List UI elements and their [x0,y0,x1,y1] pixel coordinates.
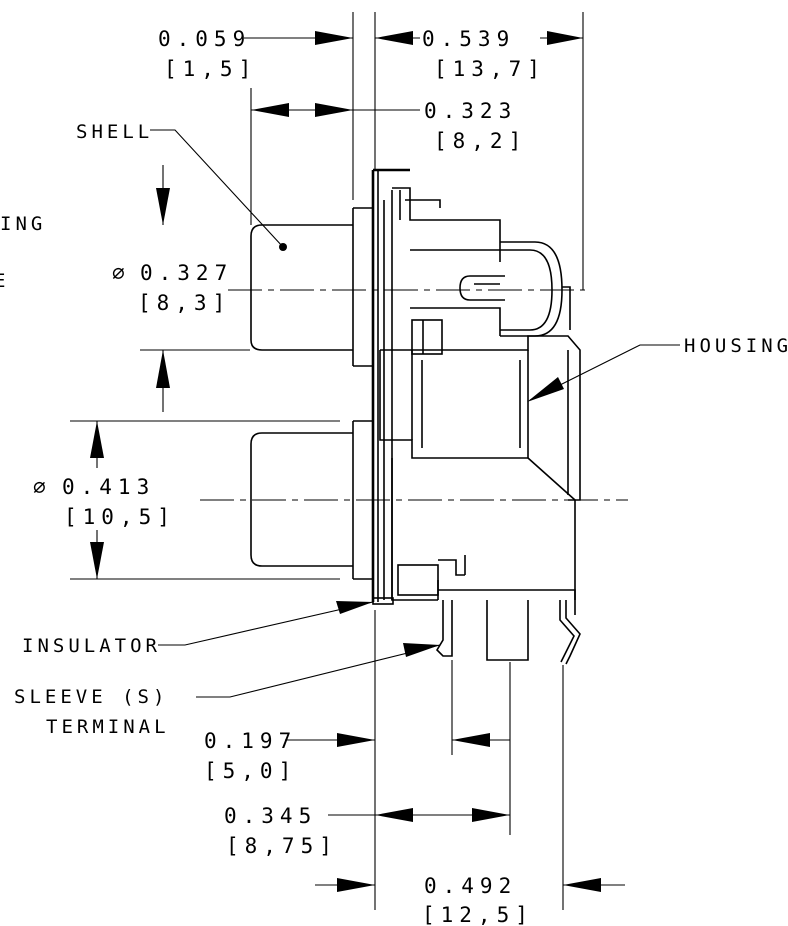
label-clipped-ing: ING [0,213,46,235]
dim-0323-inch: 0.323 [424,99,517,123]
dim-0345-inch: 0.345 [224,804,317,828]
center-lines [200,289,628,501]
dim-0492-inch: 0.492 [424,874,517,898]
shell-lower [250,420,373,580]
dim-0539-mm: [13,7] [434,57,546,81]
dim-0345: 0.345 [8,75] [224,804,338,858]
dim-0492-mm: [12,5] [422,903,534,926]
dim-0345-mm: [8,75] [226,834,338,858]
leaders [150,129,680,698]
dim-0539-inch: 0.539 [422,27,515,51]
label-housing: HOUSING [684,335,788,357]
dim-dia-0413: ∅ 0.413 [10,5] [33,475,176,529]
extension-lines [70,12,584,910]
dim-0197: 0.197 [5,0] [204,729,297,783]
label-insulator: INSULATOR [22,635,161,657]
dim-0197-inch: 0.197 [204,729,297,753]
dim-0197-mm: [5,0] [204,759,297,783]
shell-upper [250,207,373,367]
label-terminal: TERMINAL [46,716,170,738]
diameter-symbol: ∅ [112,261,131,285]
dim-0327-inch: 0.327 [140,261,233,285]
dim-lines [90,31,625,892]
dim-0539: 0.539 [13,7] [422,27,546,81]
label-shell: SHELL [76,121,153,143]
dim-0413-mm: [10,5] [64,505,176,529]
dim-0492: 0.492 [12,5] [422,874,534,926]
label-sleeve: SLEEVE (S) [14,686,168,708]
dim-0413-inch: 0.413 [62,475,155,499]
dim-0059-inch: 0.059 [158,27,251,51]
diameter-symbol: ∅ [33,475,52,499]
dim-0059-mm: [1,5] [164,57,257,81]
dim-0323: 0.323 [8,2] [424,99,527,153]
housing [379,187,581,665]
dim-dia-0327: ∅ 0.327 [8,3] [112,261,233,315]
dim-0327-mm: [8,3] [138,291,231,315]
label-clipped-e: E [0,270,9,292]
dim-0323-mm: [8,2] [434,129,527,153]
dim-0059: 0.059 [1,5] [158,27,257,81]
